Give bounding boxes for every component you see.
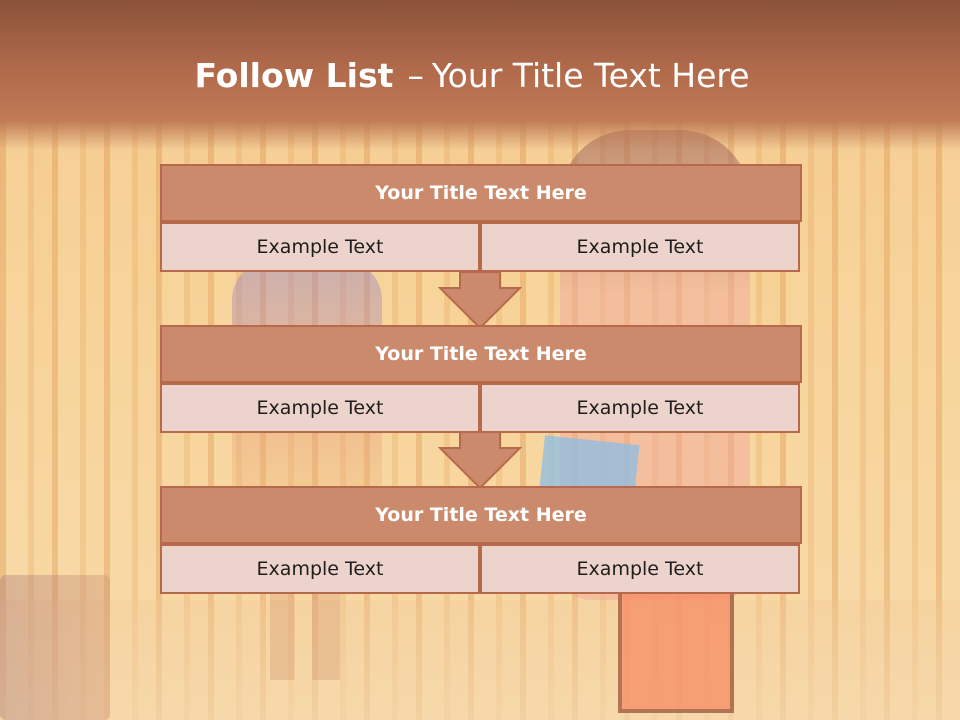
stage-title-box[interactable]: Your Title Text Here (160, 325, 802, 383)
title-band (0, 0, 960, 150)
stage-right-text: Example Text (576, 397, 704, 419)
slide-title-rest: Your Title Text Here (431, 56, 750, 95)
stage-left-text: Example Text (256, 558, 384, 580)
down-arrow-icon (438, 272, 522, 330)
stage-right-cell[interactable]: Example Text (480, 383, 800, 433)
stage-left-cell[interactable]: Example Text (160, 383, 480, 433)
stage-title: Your Title Text Here (375, 343, 587, 365)
background-floor (0, 600, 960, 720)
slide-title-separator: – (407, 56, 424, 95)
slide-title-strong: Follow List (194, 56, 394, 95)
stage-right-cell[interactable]: Example Text (480, 544, 800, 594)
stage-right-text: Example Text (576, 558, 704, 580)
stage-left-cell[interactable]: Example Text (160, 544, 480, 594)
stage-title: Your Title Text Here (375, 504, 587, 526)
stage-title-box[interactable]: Your Title Text Here (160, 486, 802, 544)
down-arrow-icon (438, 432, 522, 490)
stage-left-text: Example Text (256, 236, 384, 258)
stage-title-box[interactable]: Your Title Text Here (160, 164, 802, 222)
background-shopping-bag-orange (618, 585, 734, 713)
stage-left-cell[interactable]: Example Text (160, 222, 480, 272)
stage-right-text: Example Text (576, 236, 704, 258)
background-luggage (0, 575, 110, 720)
stage-left-text: Example Text (256, 397, 384, 419)
stage-right-cell[interactable]: Example Text (480, 222, 800, 272)
slide-title[interactable]: Follow List–Your Title Text Here (0, 54, 944, 98)
stage-title: Your Title Text Here (375, 182, 587, 204)
